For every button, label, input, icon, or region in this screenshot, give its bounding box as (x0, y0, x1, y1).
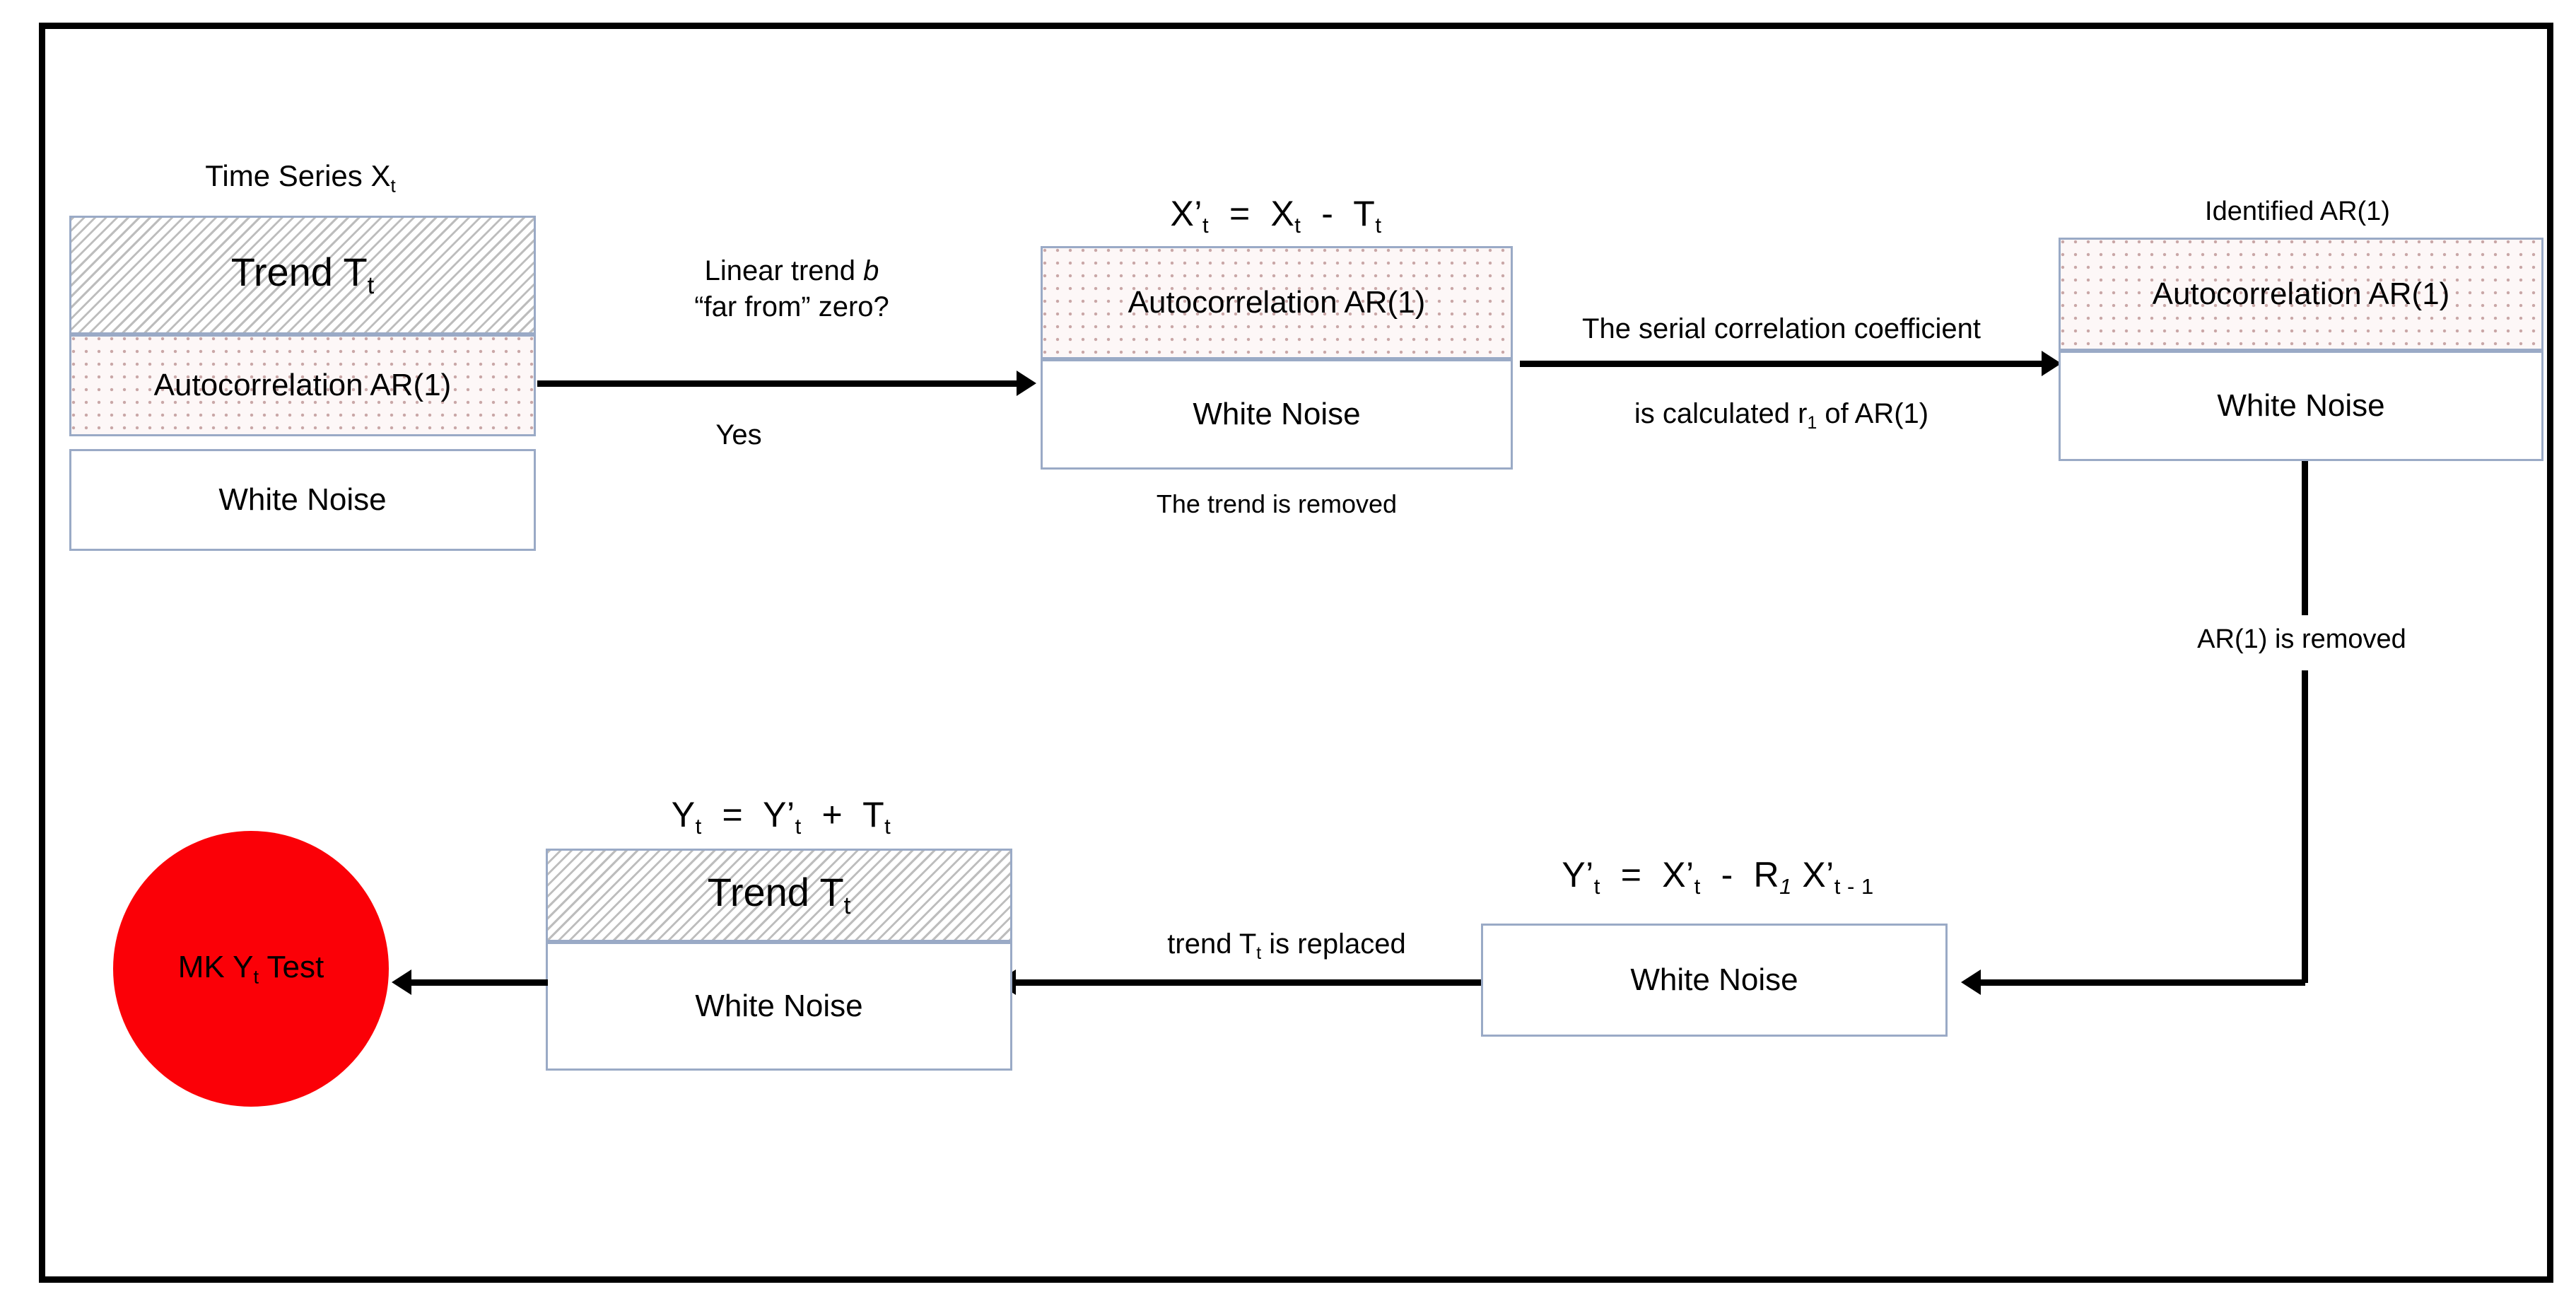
arrow2-head-icon (2042, 351, 2061, 376)
stage3-white-noise-box[interactable]: White Noise (2059, 351, 2543, 461)
arrow3-label: AR(1) is removed (2197, 624, 2406, 654)
arrow1-question-line2: “far from” zero? (694, 291, 889, 323)
stage2-formula: X’t = Xt - Tt (1170, 194, 1382, 238)
arrow1-question-label: Linear trend b “far from” zero? (694, 253, 889, 325)
arrow1-question-line1: Linear trend (704, 255, 864, 286)
stage5-white-noise-label: White Noise (695, 988, 863, 1023)
arrow3-vertical-lower (2302, 670, 2308, 983)
arrow3-head-icon (1961, 969, 1981, 995)
stage4-white-noise-label: White Noise (1630, 962, 1798, 997)
arrow5-head-icon (392, 969, 411, 995)
arrow4-label: trend Tt is replaced (1167, 928, 1406, 963)
mk-test-result-circle[interactable]: MK Yt Test (113, 831, 389, 1107)
stage5-trend-box[interactable]: Trend Tt (546, 849, 1012, 942)
stage5-formula: Yt = Y’t + Tt (671, 795, 891, 839)
stage4-white-noise-box[interactable]: White Noise (1481, 924, 1948, 1037)
arrow1-yes-label: Yes (715, 419, 762, 450)
stage2-white-noise-label: White Noise (1193, 396, 1361, 431)
stage1-white-noise-box[interactable]: White Noise (69, 449, 536, 551)
stage3-white-noise-label: White Noise (2217, 388, 2385, 423)
arrow1-head-icon (1017, 371, 1036, 396)
arrow1-question-italic-b: b (863, 255, 879, 286)
stage2-white-noise-box[interactable]: White Noise (1041, 359, 1513, 470)
stage1-caption: Time Series Xt (205, 157, 395, 198)
mk-test-label: MK Yt Test (177, 949, 324, 988)
stage1-trend-box[interactable]: Trend Tt (69, 216, 536, 334)
arrow3-elbow-to-white-noise (1961, 969, 2305, 995)
arrow4-line (996, 969, 1481, 995)
arrow1-line (537, 371, 1036, 396)
arrow2-lower-label: is calculated r1 of AR(1) (1634, 398, 1929, 433)
stage1-white-noise-label: White Noise (218, 482, 387, 517)
stage1-autocorrelation-label: Autocorrelation AR(1) (153, 367, 452, 402)
stage3-autocorrelation-box[interactable]: Autocorrelation AR(1) (2059, 238, 2543, 351)
stage2-autocorrelation-box[interactable]: Autocorrelation AR(1) (1041, 246, 1513, 359)
stage1-trend-label: Trend Tt (230, 249, 375, 299)
stage5-white-noise-box[interactable]: White Noise (546, 942, 1012, 1071)
stage1-autocorrelation-box[interactable]: Autocorrelation AR(1) (69, 334, 536, 436)
stage1-caption-subscript: t (390, 175, 396, 197)
stage5-trend-label: Trend Tt (707, 869, 851, 919)
arrow2-upper-label: The serial correlation coefficient (1582, 313, 1981, 344)
stage2-autocorrelation-label: Autocorrelation AR(1) (1128, 284, 1426, 320)
stage3-autocorrelation-label: Autocorrelation AR(1) (2152, 276, 2450, 311)
stage2-footnote: The trend is removed (1156, 489, 1398, 518)
stage1-caption-text: Time Series X (205, 159, 391, 192)
arrow5-line (392, 969, 548, 995)
arrow3-vertical-upper (2302, 461, 2308, 615)
stage3-caption: Identified AR(1) (2205, 197, 2390, 226)
arrow2-line (1520, 351, 2061, 376)
stage4-formula: Y’t = X’t - R1 X’t - 1 (1562, 855, 1874, 899)
